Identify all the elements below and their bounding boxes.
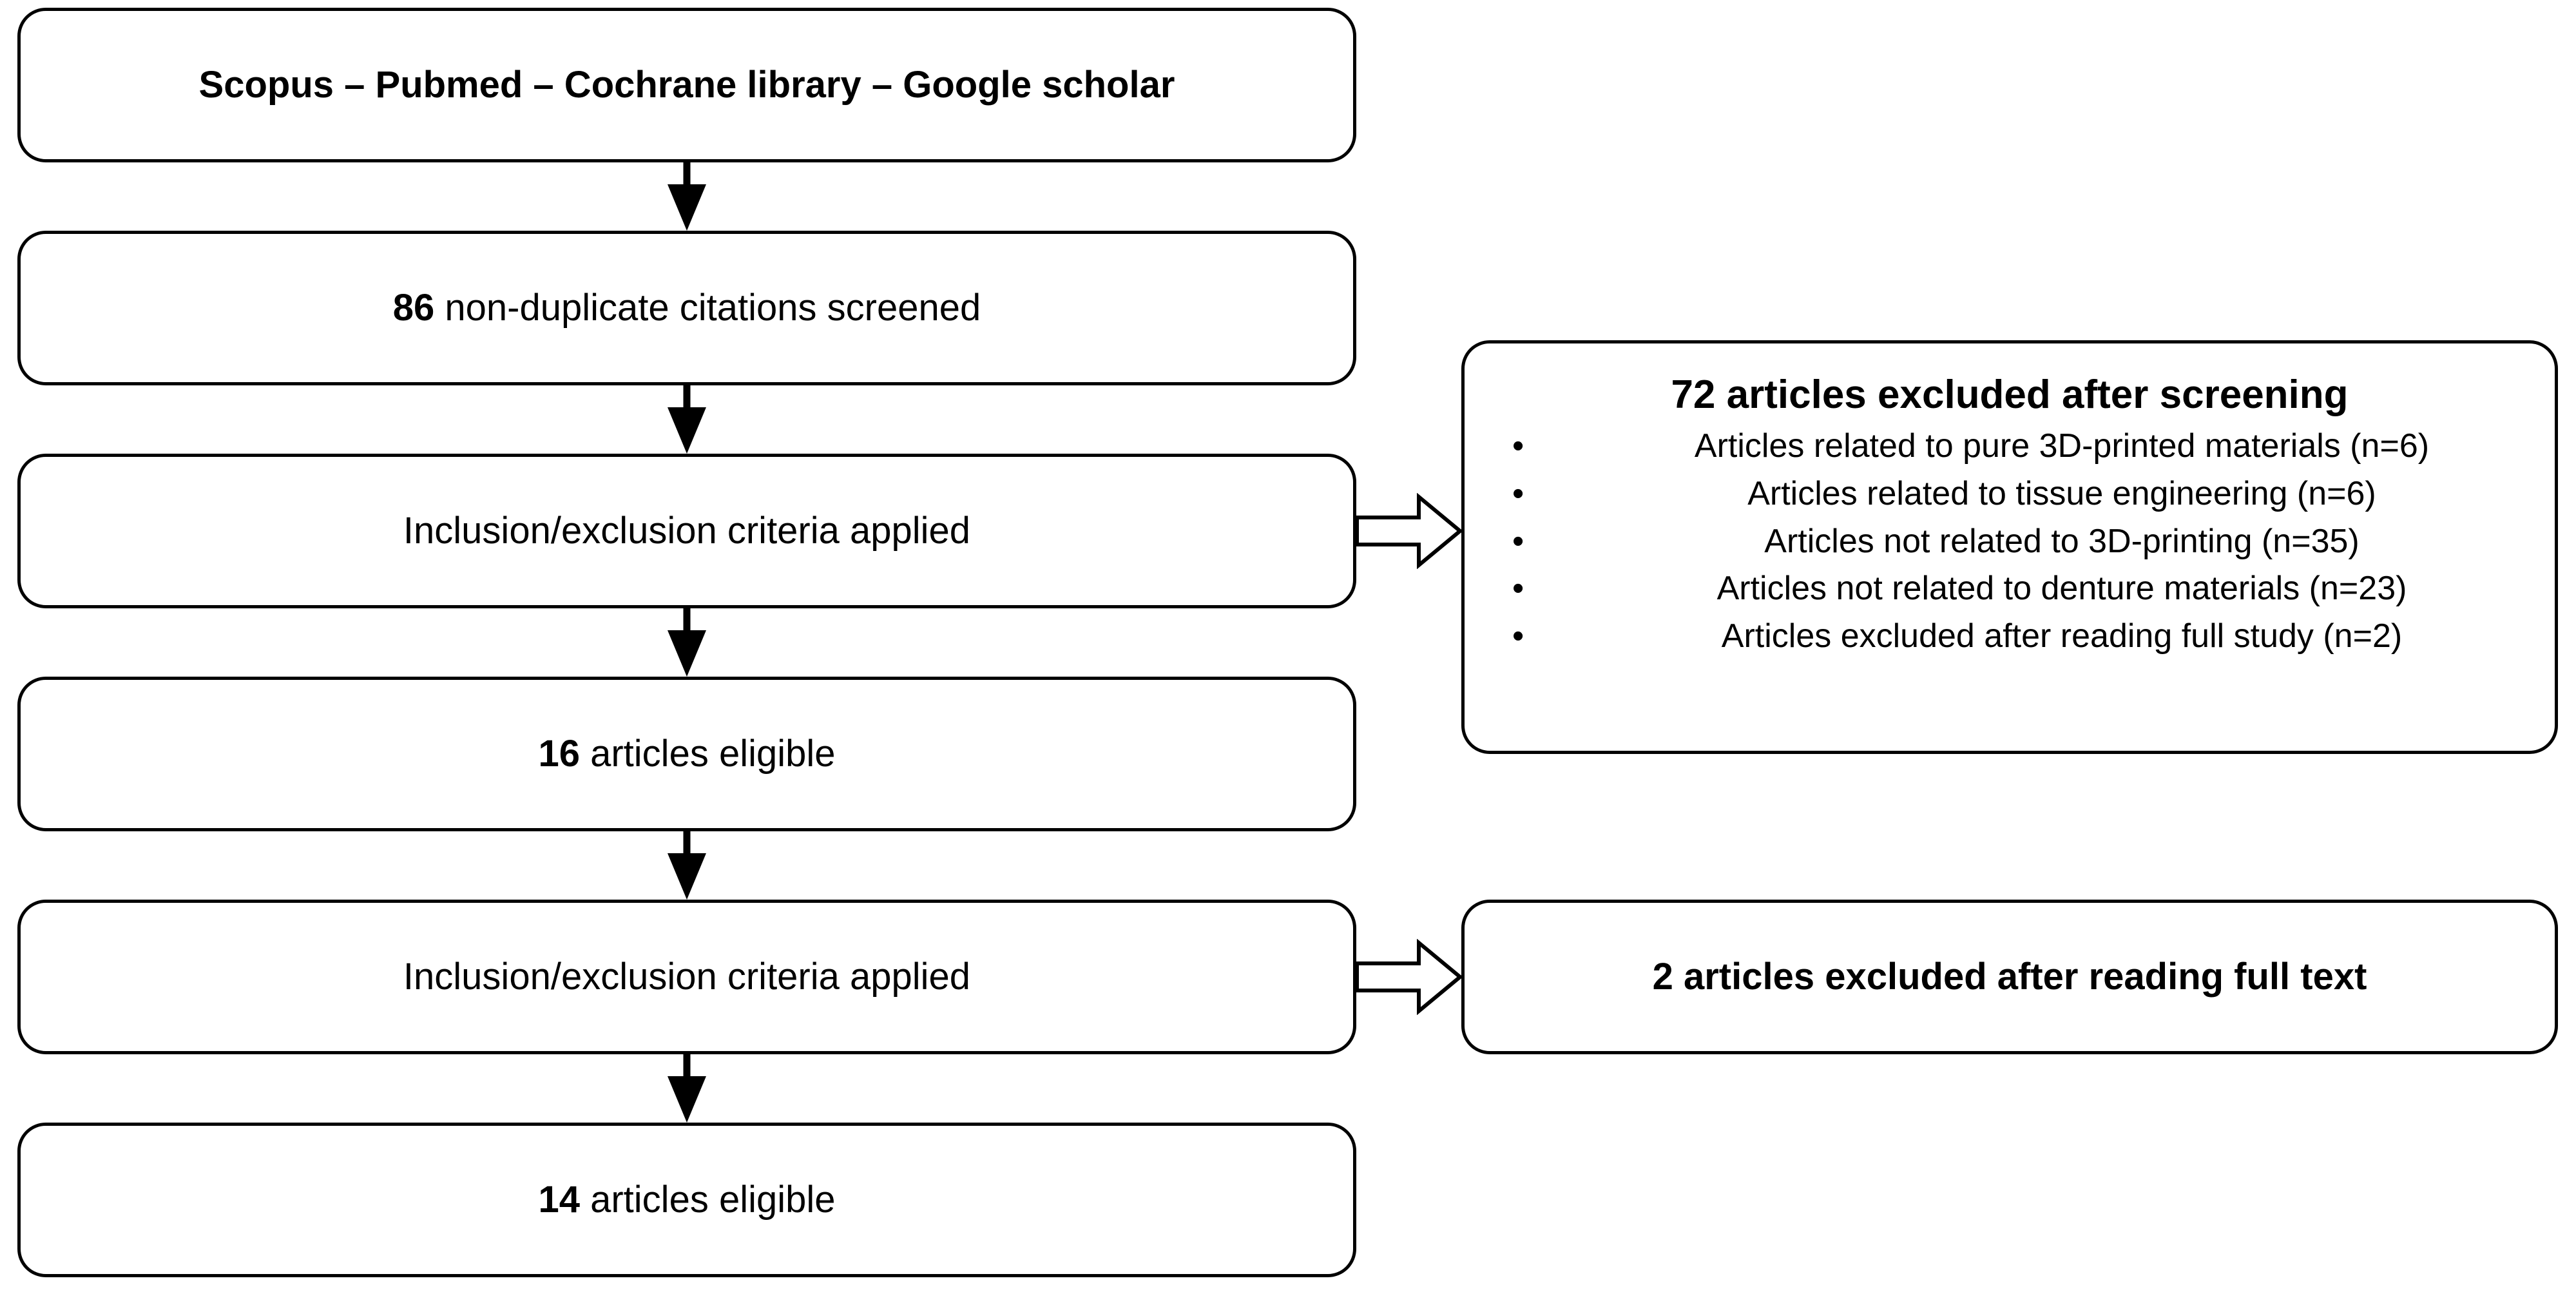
arrow-down-icon (668, 831, 706, 900)
list-item: • Articles excluded after reading full s… (1512, 613, 2535, 661)
list-item-label: Articles related to pure 3D-printed mate… (1694, 427, 2430, 465)
arrow-shaft (683, 385, 691, 411)
excluded-after-screening-list: • Articles related to pure 3D-printed ma… (1465, 423, 2555, 661)
list-item-label: Articles not related to denture material… (1716, 570, 2407, 608)
box-citations-screened-text: 86 non-duplicate citations screened (367, 285, 1006, 331)
box-excluded-after-full-text-text: 2 articles excluded after reading full t… (1627, 954, 2393, 999)
box-sources-text: Scopus – Pubmed – Cochrane library – Goo… (173, 63, 1201, 108)
list-item-label: Articles excluded after reading full stu… (1721, 617, 2403, 655)
excluded-after-screening-title: 72 articles excluded after screening (1671, 372, 2349, 417)
list-item-label: Articles not related to 3D-printing (n=3… (1764, 522, 2360, 560)
arrow-head (668, 853, 706, 900)
bullet-icon: • (1512, 474, 1524, 512)
box-criteria-applied-2: Inclusion/exclusion criteria applied (17, 900, 1356, 1054)
box-articles-eligible-14-label: articles eligible (580, 1179, 836, 1221)
arrow-head (668, 184, 706, 231)
arrow-shaft (683, 831, 691, 857)
box-criteria-applied-1: Inclusion/exclusion criteria applied (17, 454, 1356, 608)
list-item-label: Articles related to tissue engineering (… (1747, 474, 2376, 512)
arrow-head (668, 1076, 706, 1123)
bullet-icon: • (1512, 522, 1524, 560)
box-citations-screened-count: 86 (392, 287, 435, 329)
box-excluded-after-full-text: 2 articles excluded after reading full t… (1461, 900, 2558, 1054)
box-criteria-applied-1-label: Inclusion/exclusion criteria applied (403, 510, 971, 552)
arrow-shaft (683, 162, 691, 188)
list-item: • Articles related to pure 3D-printed ma… (1512, 423, 2535, 470)
box-criteria-applied-2-label: Inclusion/exclusion criteria applied (403, 956, 971, 998)
box-citations-screened: 86 non-duplicate citations screened (17, 231, 1356, 385)
box-excluded-after-full-text-bold: 2 articles excluded after reading full t… (1652, 956, 2367, 998)
arrow-down-icon (668, 162, 706, 231)
box-articles-eligible-14-count: 14 (538, 1179, 580, 1221)
list-item: • Articles not related to denture materi… (1512, 565, 2535, 613)
arrow-head (668, 630, 706, 677)
arrow-right-block-icon (1356, 493, 1461, 569)
box-sources: Scopus – Pubmed – Cochrane library – Goo… (17, 8, 1356, 162)
box-articles-eligible-14: 14 articles eligible (17, 1123, 1356, 1277)
bullet-icon: • (1512, 427, 1524, 465)
arrow-down-icon (668, 608, 706, 677)
box-citations-screened-label: non-duplicate citations screened (434, 287, 981, 329)
arrow-down-icon (668, 1054, 706, 1123)
box-articles-eligible-16-count: 16 (538, 733, 580, 775)
bullet-icon: • (1512, 617, 1524, 655)
arrow-shaft (683, 608, 691, 634)
box-articles-eligible-16: 16 articles eligible (17, 677, 1356, 831)
box-articles-eligible-16-label: articles eligible (580, 733, 836, 775)
arrow-down-icon (668, 385, 706, 454)
box-criteria-applied-2-text: Inclusion/exclusion criteria applied (378, 954, 996, 999)
box-articles-eligible-14-text: 14 articles eligible (512, 1177, 861, 1222)
list-item: • Articles not related to 3D-printing (n… (1512, 518, 2535, 566)
box-articles-eligible-16-text: 16 articles eligible (512, 731, 861, 777)
arrow-right-block-icon (1356, 939, 1461, 1015)
box-criteria-applied-1-text: Inclusion/exclusion criteria applied (378, 508, 996, 554)
box-excluded-after-screening: 72 articles excluded after screening • A… (1461, 340, 2558, 754)
list-item: • Articles related to tissue engineering… (1512, 470, 2535, 518)
box-sources-bold: Scopus – Pubmed – Cochrane library – Goo… (198, 64, 1175, 106)
bullet-icon: • (1512, 570, 1524, 608)
arrow-shaft (683, 1054, 691, 1080)
arrow-head (668, 407, 706, 454)
